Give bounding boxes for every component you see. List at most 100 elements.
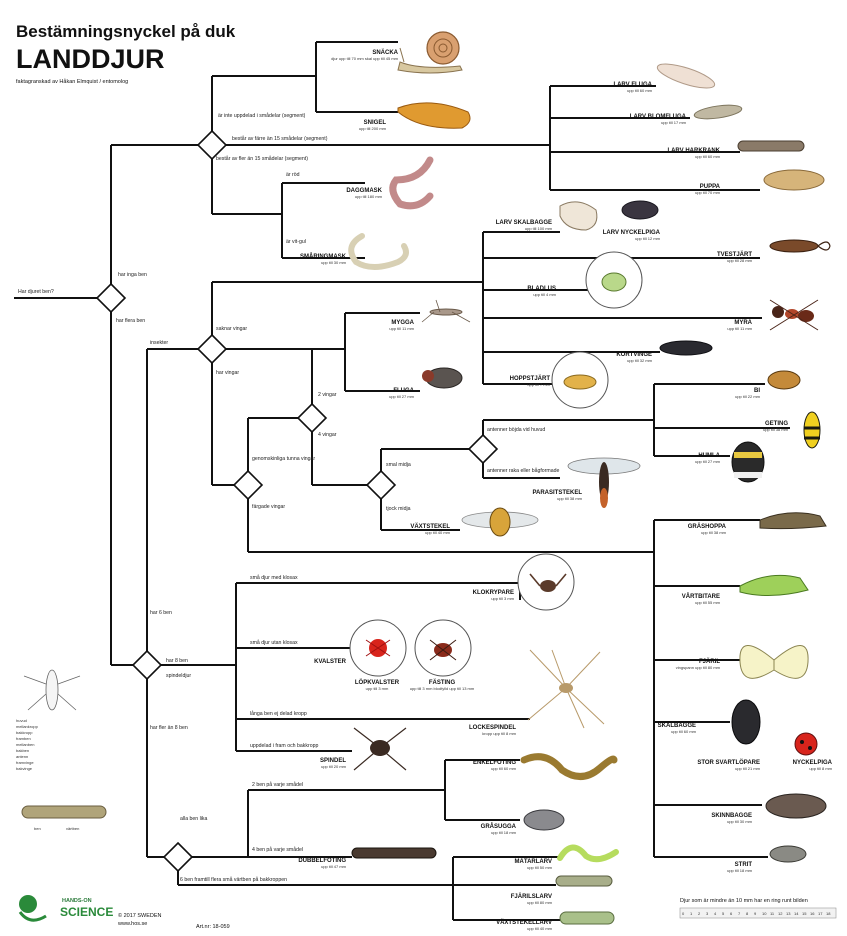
size-hoppstjart: upp till 7 mm — [527, 382, 550, 387]
cranefly-larva-illustration — [738, 141, 804, 151]
size-klokrypare: upp till 3 mm — [491, 596, 514, 601]
size-strit: upp till 18 mm — [727, 868, 753, 873]
size-smaringmask: upp till 30 mm — [321, 260, 347, 265]
size-grasugga: upp till 18 mm — [491, 830, 517, 835]
poster-subtitle: faktagranskad av Håkan Elmquist / entomo… — [16, 78, 128, 85]
size-myra: upp till 11 mm — [727, 326, 752, 331]
size-skinnbagge: upp till 30 mm — [727, 819, 753, 824]
label-vaxtstekellarv: VÄXTSTEKELLARV — [496, 919, 552, 926]
legend-item: mellanben — [16, 742, 34, 747]
poster-main-title: LANDDJUR — [16, 44, 165, 74]
footer: HANDS-ON SCIENCE © 2017 SWEDEN www.hos.s… — [19, 895, 836, 930]
label-fjaril: FJÄRIL — [699, 658, 720, 665]
poster-title: Bestämningsnyckel på duk — [16, 22, 236, 41]
beetle-larva-illustration — [560, 202, 597, 230]
decision-node-waist — [367, 471, 395, 499]
butterfly-caterpillar-illustration — [556, 876, 612, 886]
harvestman-illustration — [528, 650, 604, 728]
copyright: © 2017 SWEDEN — [118, 912, 162, 919]
size-enkelfoting: upp till 60 mm — [491, 766, 517, 771]
size-humla: upp till 27 mm — [695, 459, 721, 464]
centipede-illustration — [524, 757, 614, 777]
question-thin-waist: smal midja — [386, 462, 411, 468]
size-puppa: upp till 70 mm — [695, 190, 721, 195]
bush-cricket-illustration — [740, 575, 808, 595]
ant-illustration — [770, 300, 818, 330]
white-worm-illustration — [351, 236, 406, 267]
legend-item: bakkropp — [16, 730, 33, 735]
anatomy-legend: huvud mellankropp bakkropp framben mella… — [16, 670, 106, 831]
size-fasting: upp till 3 mm blodfylld upp till 13 mm — [410, 686, 475, 691]
legend-item: antenn — [16, 754, 28, 759]
logo-line1: HANDS-ON — [62, 898, 92, 904]
label-tvestjart: TVESTJÄRT — [717, 251, 752, 258]
size-dubbelfoting: upp till 47 mm — [321, 864, 347, 869]
article-number: Art.nr: 18-059 — [196, 924, 230, 930]
size-snigel: upp till 200 mm — [359, 126, 387, 131]
question-divided-body: uppdelad i fram och bakkropp — [250, 743, 318, 749]
question-root: Har djuret ben? — [18, 289, 54, 295]
ladybird-larva-illustration — [622, 201, 658, 219]
branch-lines — [14, 42, 790, 920]
size-fjaril: vingspann upp till 80 mm — [676, 665, 721, 670]
question-eight-legs: har 8 ben — [166, 658, 188, 664]
question-red: är röd — [286, 172, 300, 178]
ruler-tick: 10 — [762, 911, 767, 916]
question-has-wings: har vingar — [216, 370, 239, 376]
cicada-illustration — [770, 846, 806, 862]
mosquito-illustration — [422, 300, 470, 322]
pupa-illustration — [764, 170, 824, 190]
size-kortvinge: upp till 32 mm — [627, 358, 653, 363]
label-grasugga: GRÅSUGGA — [481, 823, 517, 830]
decision-node-many-legs — [164, 843, 192, 871]
insect-diagram-icon — [24, 670, 80, 710]
size-vaxtstekellarv: upp till 40 mm — [527, 926, 553, 931]
size-larv-nyckelpiga: upp till 12 mm — [635, 236, 661, 241]
size-fjarilslarv: upp till 80 mm — [527, 900, 553, 905]
ruler-tick: 18 — [826, 911, 831, 916]
label-fasting: FÄSTING — [429, 679, 456, 686]
sawfly-larva-illustration — [560, 912, 614, 924]
question-antennae-bent: antenner böjda vid huvud — [487, 427, 545, 433]
question-no-legs: har inga ben — [118, 272, 147, 278]
size-larv-blomfluga: upp till 17 mm — [661, 120, 687, 125]
question-four-wings: 4 vingar — [318, 432, 337, 438]
ruler-note: Djur som är mindre än 10 mm har en ring … — [680, 898, 808, 904]
size-lopkvalster: upp till 3 mm — [366, 686, 389, 691]
legend-item: huvud — [16, 718, 27, 723]
legend-item: bakvinge — [16, 766, 33, 771]
larva-legend-legs: ben — [34, 826, 41, 831]
question-thick-waist: tjock midja — [386, 506, 411, 512]
aphid-illustration — [586, 252, 642, 308]
decision-node-wing-count — [298, 404, 326, 432]
question-not-segmented: är inte uppdelad i smådelar (segment) — [218, 112, 306, 119]
rove-beetle-illustration — [660, 341, 712, 355]
website: www.hos.se — [117, 921, 147, 927]
shield-bug-illustration — [766, 794, 826, 818]
snail-illustration — [398, 32, 462, 73]
size-bladlus: upp till 4 mm — [533, 292, 556, 297]
size-fluga: upp till 27 mm — [389, 394, 415, 399]
size-geting: upp till 38 mm — [763, 427, 789, 432]
ruler-tick: 14 — [794, 911, 799, 916]
ruler-tick: 15 — [802, 911, 807, 916]
size-ruler: 0 1 2 3 4 5 6 7 8 9 10 11 12 13 14 15 16… — [680, 908, 836, 918]
tick-illustration — [415, 620, 471, 676]
size-vartbitare: upp till 55 mm — [695, 600, 721, 605]
label-hoppstjart: HOPPSTJÄRT — [510, 375, 551, 382]
question-many-segments: består av fler än 15 smådelar (segment) — [216, 155, 308, 162]
label-fjarilslarv: FJÄRILSLARV — [511, 893, 552, 900]
question-colored-wings: färgade vingar — [252, 504, 285, 510]
question-long-legs: långa ben ej delad kropp — [250, 710, 307, 717]
earthworm-illustration — [393, 160, 430, 206]
decision-node-has-legs — [97, 284, 125, 312]
spider-illustration — [354, 728, 406, 770]
label-vaxtstekel: VÄXTSTEKEL — [410, 523, 450, 530]
slug-illustration — [398, 103, 470, 128]
legend-list: huvud mellankropp bakkropp framben mella… — [16, 718, 39, 771]
size-mygga: upp till 11 mm — [389, 326, 414, 331]
bumblebee-illustration — [732, 442, 764, 482]
question-clear-wings: genomskinliga tunna vingar — [252, 456, 315, 462]
question-two-per-segment: 2 ben på varje smådel — [252, 781, 303, 788]
